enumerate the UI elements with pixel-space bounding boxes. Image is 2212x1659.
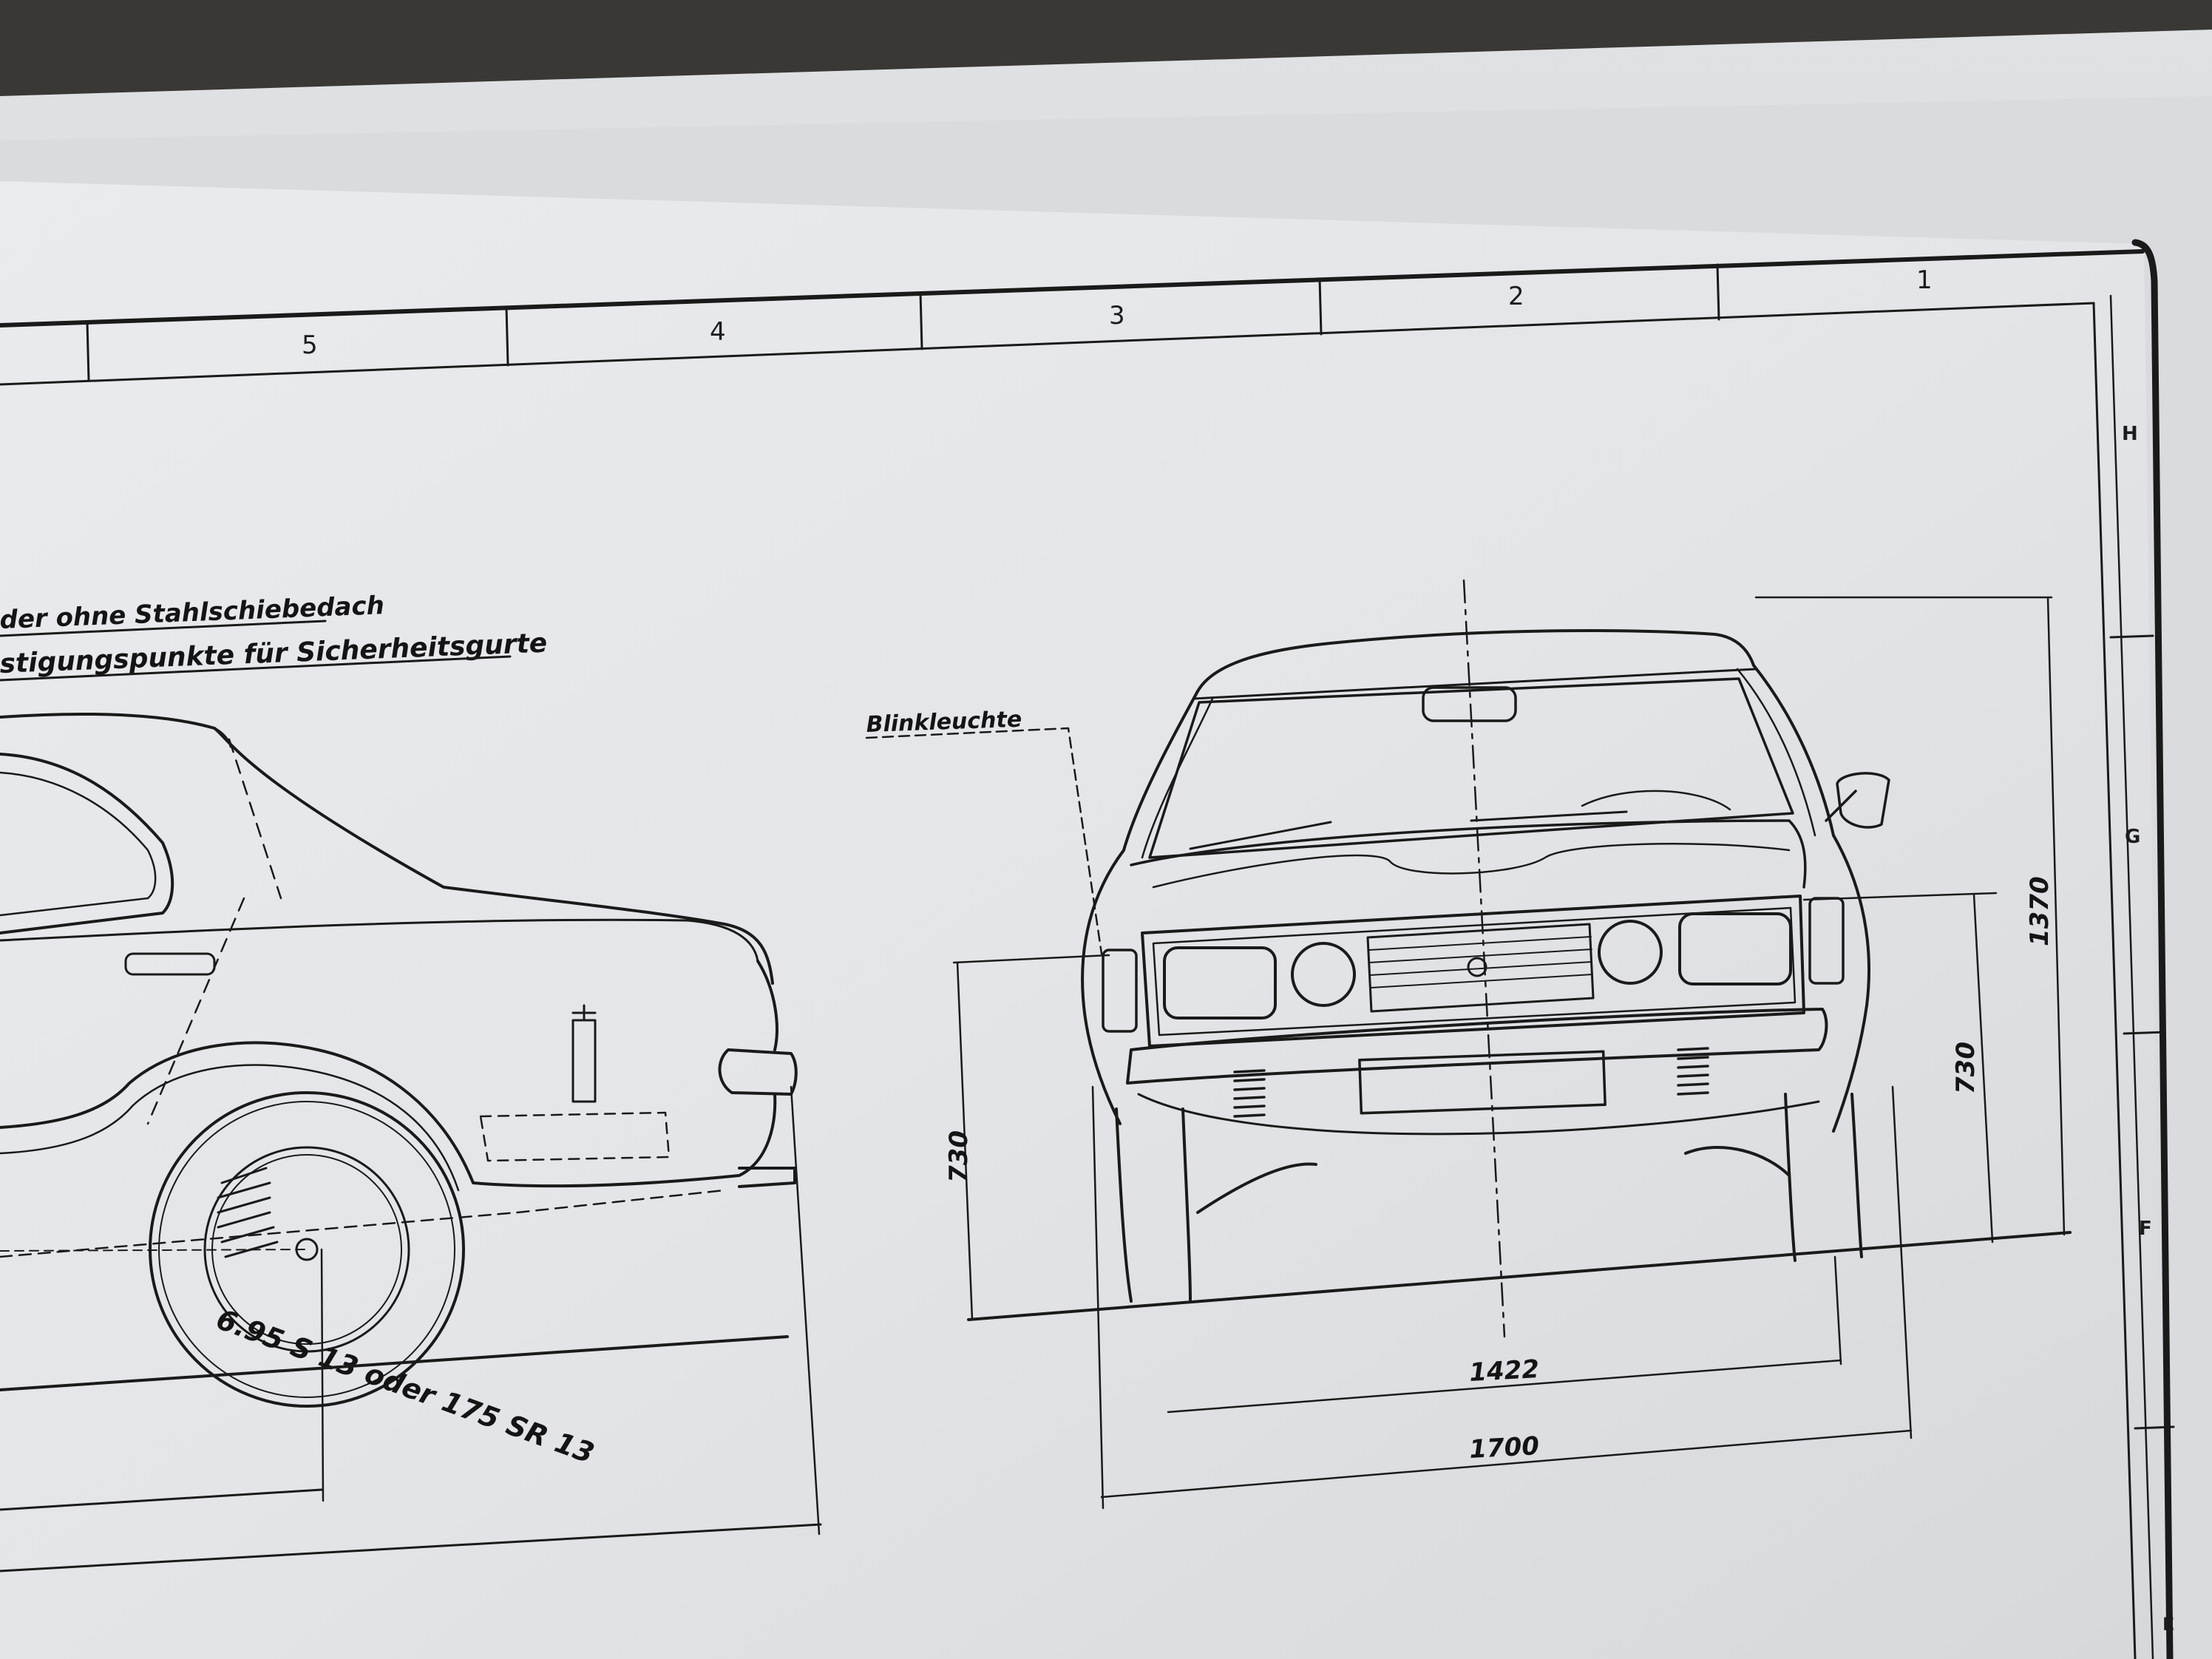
zone-column-5: 5 xyxy=(302,330,318,360)
zone-row-e: E xyxy=(2162,1614,2174,1635)
zone-column-3: 3 xyxy=(1109,301,1125,330)
front-view-drawing: Blinkleuchte 730 730 1370 1422 1700 xyxy=(865,579,2072,1510)
dim-overall-height: 1370 xyxy=(2025,876,2055,946)
zone-row-g: G xyxy=(2125,826,2140,848)
dim-front-height-right: 730 xyxy=(1951,1042,1981,1094)
zone-row-h: H xyxy=(2122,423,2138,445)
dim-overall-width: 1700 xyxy=(1468,1431,1540,1465)
drawing-sheet xyxy=(0,181,2174,1659)
blinker-label: Blinkleuchte xyxy=(866,707,1022,738)
dim-track: 1422 xyxy=(1468,1354,1540,1388)
title-frame: 5 4 3 2 1 H G F E xyxy=(0,249,2175,1659)
zone-row-f: F xyxy=(2139,1218,2152,1240)
zone-column-4: 4 xyxy=(710,317,726,347)
zone-column-2: 2 xyxy=(1508,282,1524,311)
zone-column-1: 1 xyxy=(1916,265,1933,295)
dim-front-height-left: 730 xyxy=(944,1130,974,1183)
